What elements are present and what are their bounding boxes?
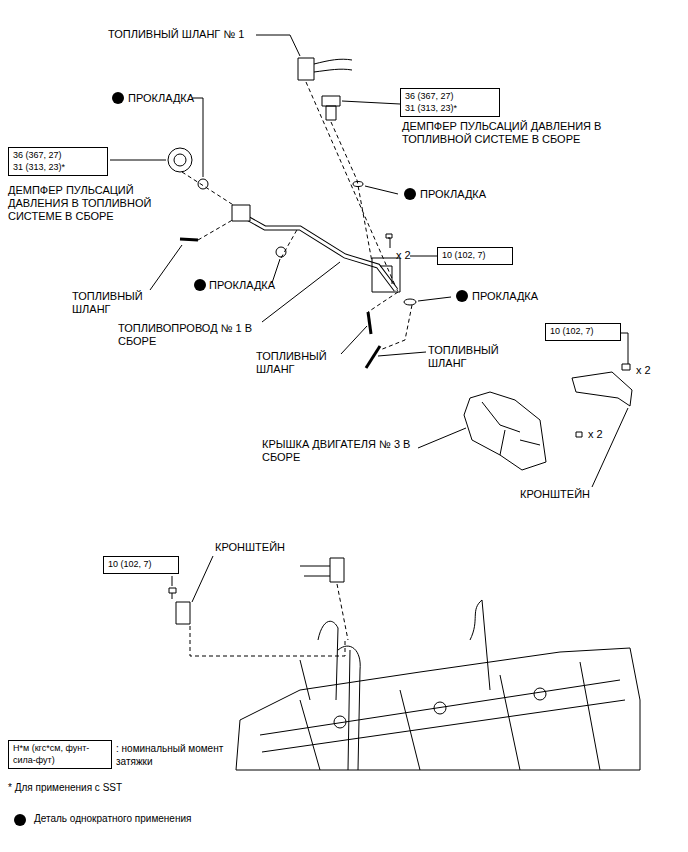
label-text: x 2 xyxy=(636,364,651,376)
label-text: КРОНШТЕЙН xyxy=(520,488,590,500)
torque-box: 10 (102, 7) xyxy=(437,247,513,265)
label-text: ПРОКЛАДКА xyxy=(472,290,538,302)
quantity-note: x 2 xyxy=(588,428,603,441)
label-text: ТОПЛИВНЫЙ ШЛАНГ xyxy=(256,350,327,375)
quantity-note: x 2 xyxy=(636,364,651,377)
part-label: ТОПЛИВНЫЙ ШЛАНГ xyxy=(428,344,513,370)
torque-value: 36 (367, 27) xyxy=(13,150,103,162)
torque-value: 36 (367, 27) xyxy=(405,91,495,103)
unit-text: : номинальный момент затяжки xyxy=(116,742,228,768)
label-text: x 2 xyxy=(588,428,603,440)
part-label: ДЕМПФЕР ПУЛЬСАЦИЙ ДАВЛЕНИЯ В ТОПЛИВНОЙ С… xyxy=(402,120,602,146)
part-label: КРОНШТЕЙН xyxy=(215,541,285,554)
part-label: КРОНШТЕЙН xyxy=(520,488,590,501)
label-text: x 2 xyxy=(396,249,411,261)
torque-box: 10 (102, 7) xyxy=(103,556,179,574)
label-text: ПРОКЛАДКА xyxy=(420,188,486,200)
legend-text: Деталь однократного применения xyxy=(34,813,191,824)
part-label: ТОПЛИВНЫЙ ШЛАНГ xyxy=(256,350,341,376)
torque-value: 10 (102, 7) xyxy=(108,559,174,571)
label-text: ПРОКЛАДКА xyxy=(209,279,275,291)
label-text: ТОПЛИВОПРОВОД № 1 В СБОРЕ xyxy=(118,322,252,347)
quantity-note: x 2 xyxy=(396,249,411,262)
part-label: ТОПЛИВОПРОВОД № 1 В СБОРЕ xyxy=(118,322,258,348)
legend-entry: Деталь однократного применения xyxy=(34,813,191,824)
part-label: ПРОКЛАДКА xyxy=(128,92,194,105)
torque-box: 10 (102, 7) xyxy=(545,323,621,341)
part-label: ПРОКЛАДКА xyxy=(472,290,538,303)
part-label: ПРОКЛАДКА xyxy=(209,279,275,292)
torque-box: 36 (367, 27)31 (313, 23)* xyxy=(8,147,108,176)
label-text: * Для применения с SST xyxy=(8,782,122,793)
single-use-symbol xyxy=(12,812,28,828)
unit-text: Н*м (кгс*см, фунт-сила-фут) xyxy=(13,743,107,766)
part-label: ТОПЛИВНЫЙ ШЛАНГ № 1 xyxy=(108,28,244,41)
part-label: КРЫШКА ДВИГАТЕЛЯ № 3 В СБОРЕ xyxy=(262,438,418,464)
torque-box: 36 (367, 27)31 (313, 23)* xyxy=(400,88,500,117)
part-label: * Для применения с SST xyxy=(8,782,122,794)
torque-value: 31 (313, 23)* xyxy=(405,103,495,115)
part-label: ПРОКЛАДКА xyxy=(420,188,486,201)
part-label: ДЕМПФЕР ПУЛЬСАЦИЙ ДАВЛЕНИЯ В ТОПЛИВНОЙ С… xyxy=(8,184,173,224)
label-text: КРОНШТЕЙН xyxy=(215,541,285,553)
label-text: КРЫШКА ДВИГАТЕЛЯ № 3 В СБОРЕ xyxy=(262,438,410,463)
label-text: ДЕМПФЕР ПУЛЬСАЦИЙ ДАВЛЕНИЯ В ТОПЛИВНОЙ С… xyxy=(8,184,151,222)
label-text: ПРОКЛАДКА xyxy=(128,92,194,104)
label-text: ДЕМПФЕР ПУЛЬСАЦИЙ ДАВЛЕНИЯ В ТОПЛИВНОЙ С… xyxy=(402,120,601,145)
torque-value: 10 (102, 7) xyxy=(442,250,508,262)
label-text: ТОПЛИВНЫЙ ШЛАНГ xyxy=(428,344,499,369)
unit-legend-box: Н*м (кгс*см, фунт-сила-фут): номинальный… xyxy=(8,740,112,769)
torque-value: 10 (102, 7) xyxy=(550,326,616,338)
part-label: ТОПЛИВНЫЙ ШЛАНГ xyxy=(72,290,157,316)
label-text: ТОПЛИВНЫЙ ШЛАНГ xyxy=(72,290,143,315)
label-text: ТОПЛИВНЫЙ ШЛАНГ № 1 xyxy=(108,28,244,40)
torque-value: 31 (313, 23)* xyxy=(13,162,103,174)
